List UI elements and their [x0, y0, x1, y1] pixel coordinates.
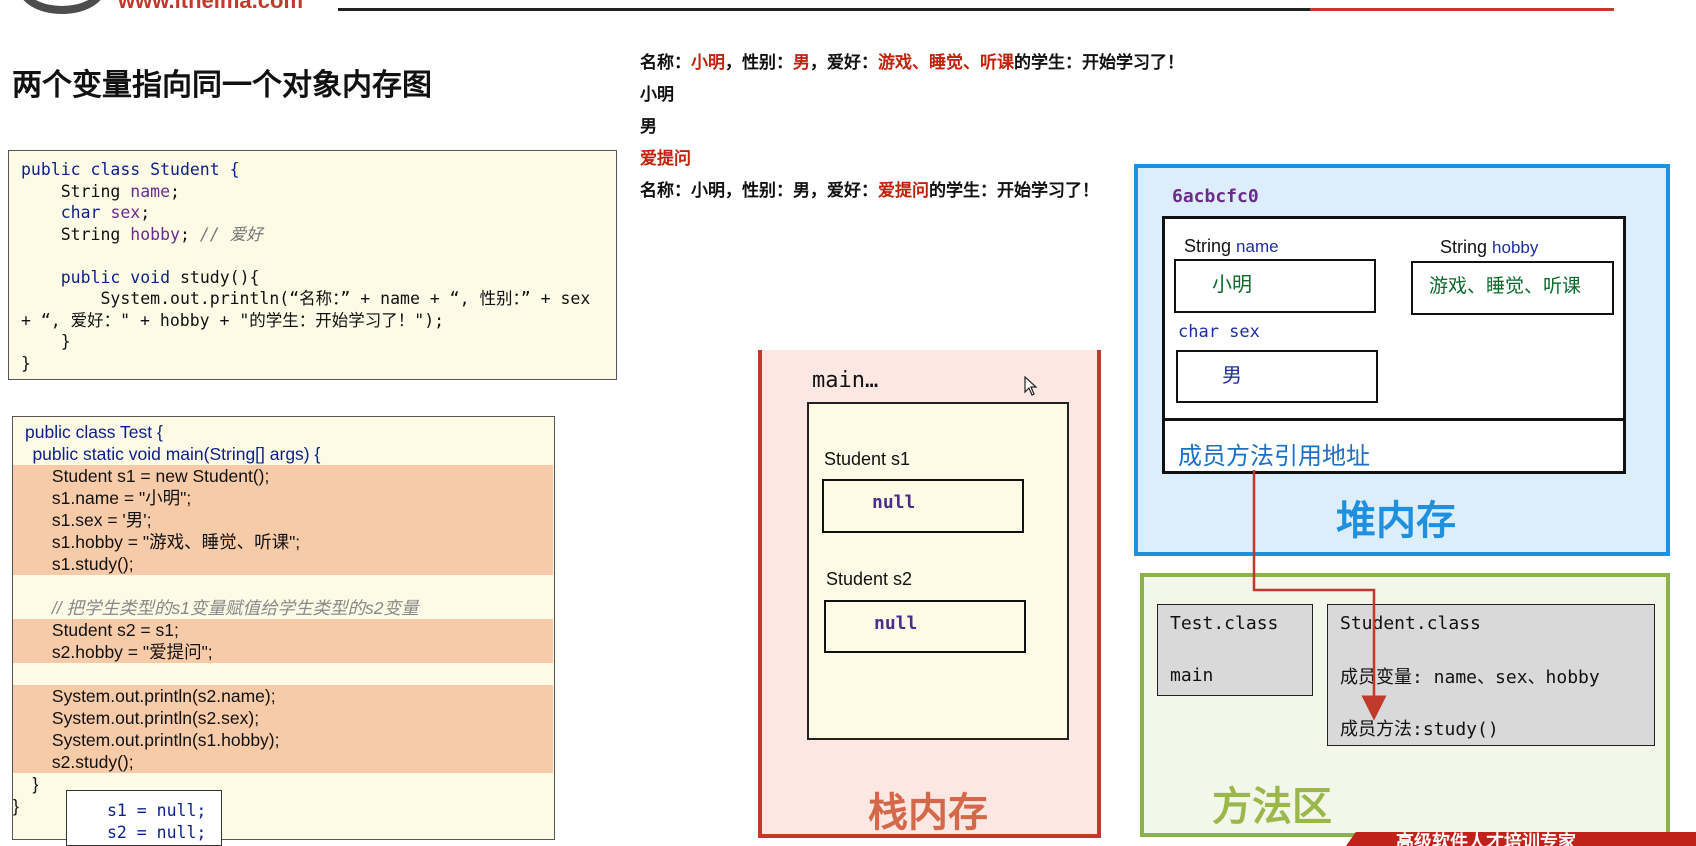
heap-name-value: 小明: [1174, 259, 1376, 313]
header-url: www.itheima.com: [118, 0, 304, 13]
stack-var-s1-label: Student s1: [824, 449, 911, 469]
code-field-name: String name;: [60, 181, 180, 201]
test-class-code: public class Test { public static void m…: [12, 416, 555, 840]
student-class-name: Student.class: [1340, 613, 1481, 634]
console-line-1: 名称：小明，性别：男，爱好：游戏、睡觉、听课的学生：开始学习了！: [640, 53, 1184, 73]
console-line-3: 男: [640, 117, 657, 137]
code-line: }: [13, 796, 19, 816]
test-class-name: Test.class: [1170, 613, 1279, 634]
footer-banner-text: 高级软件人才培训专家: [1396, 832, 1576, 846]
console-line-2: 小明: [640, 85, 674, 105]
code-println-line1: System.out.println(“名称：” + name + “, 性别：…: [100, 289, 591, 308]
main-stack-frame: [807, 402, 1069, 740]
null-assignment-overlay: s1 = null; s2 = null;: [66, 790, 222, 846]
header-divider: [338, 8, 1614, 11]
code-line: System.out.println(s2.sex);: [13, 707, 553, 729]
student-class-box: [1327, 604, 1655, 746]
code-line: s1.hobby = "游戏、睡觉、听课";: [13, 531, 553, 553]
code-class-decl: public class Student {: [21, 160, 240, 179]
code-println-line2: + “, 爱好：" + hobby + "的学生：开始学习了！");: [21, 310, 445, 330]
code-line: s2.study();: [13, 751, 553, 773]
stack-frame-label: main…: [812, 368, 879, 393]
mouse-cursor-icon: [1024, 376, 1038, 396]
logo-icon: [18, 0, 106, 14]
console-line-5: 名称：小明，性别：男，爱好：爱提问的学生：开始学习了！: [640, 181, 1099, 201]
student-class-methods: 成员方法:study(): [1340, 719, 1499, 740]
stack-title: 栈内存: [868, 790, 988, 836]
heap-title: 堆内存: [1336, 498, 1456, 544]
code-line: Student s1 = new Student();: [13, 465, 553, 487]
code-line: System.out.println(s1.hobby);: [13, 729, 553, 751]
code-line: s1.study();: [13, 553, 553, 575]
code-field-sex: char sex;: [60, 203, 151, 222]
test-class-method: main: [1170, 665, 1214, 686]
overlay-line: s2 = null;: [107, 823, 207, 842]
code-close-method: }: [60, 332, 71, 351]
code-line: s1.name = "小明";: [13, 487, 553, 509]
stack-var-s2-label: Student s2: [826, 569, 913, 589]
code-field-hobby: String hobby; // 爱好: [60, 224, 263, 244]
stack-var-s1-value: null: [822, 479, 1024, 533]
object-address: 6acbcfc0: [1172, 186, 1259, 207]
code-method-decl: public void study(){: [60, 267, 260, 287]
header-divider-accent: [1310, 8, 1614, 11]
code-comment-line: // 把学生类型的s1变量赋值给学生类型的s2变量: [13, 598, 419, 618]
student-class-fields: 成员变量: name、sex、hobby: [1340, 667, 1600, 688]
code-line: System.out.println(s2.name);: [13, 685, 553, 707]
method-reference-address: 成员方法引用地址: [1178, 442, 1370, 470]
code-line: public static void main(String[] args) {: [13, 444, 321, 464]
code-line: }: [13, 774, 39, 794]
code-close-class: }: [21, 353, 31, 373]
heap-hobby-value: 游戏、睡觉、听课: [1411, 261, 1614, 315]
overlay-line: s1 = null;: [107, 801, 207, 820]
code-line: public class Test {: [25, 422, 163, 442]
heap-hobby-label: String hobby: [1440, 237, 1539, 257]
code-line: s2.hobby = "爱提问";: [13, 641, 553, 663]
slide-title: 两个变量指向同一个对象内存图: [12, 68, 432, 103]
student-class-code: public class Student { String name; char…: [8, 150, 617, 380]
heap-sex-label: char sex: [1178, 322, 1260, 342]
code-line: s1.sex = '男';: [13, 509, 553, 531]
code-line: Student s2 = s1;: [13, 619, 553, 641]
console-line-4: 爱提问: [640, 149, 691, 169]
heap-name-label: String name: [1184, 236, 1279, 256]
code-line: [13, 575, 553, 597]
object-divider: [1162, 418, 1626, 421]
stack-var-s2-value: null: [824, 600, 1026, 653]
code-line: [13, 663, 553, 685]
heap-sex-value: 男: [1176, 350, 1378, 403]
method-area-title: 方法区: [1212, 784, 1332, 830]
